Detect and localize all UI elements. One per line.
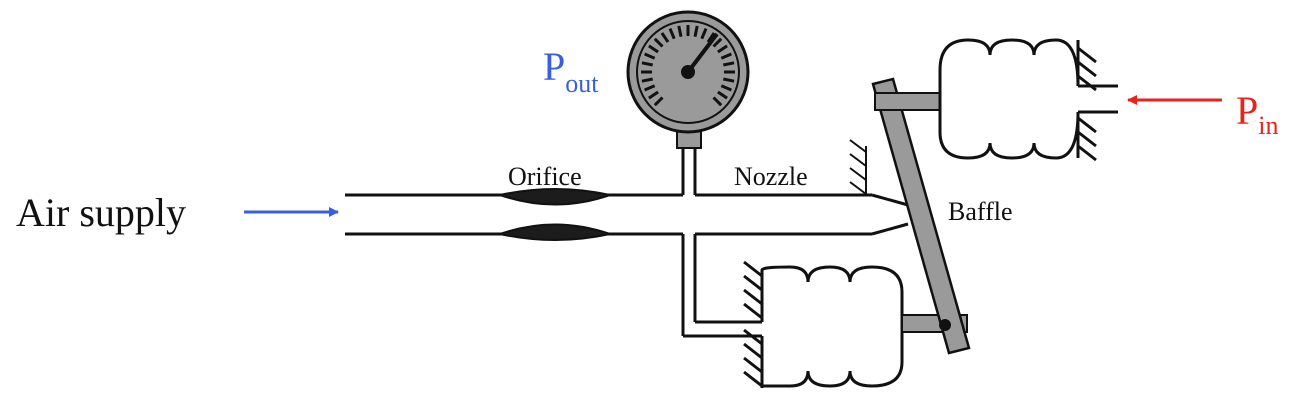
supply-pipe — [345, 193, 872, 236]
gauge-tick — [720, 84, 732, 92]
upper-bellows-icon — [938, 38, 1118, 162]
gauge-tick — [720, 52, 732, 60]
gauge-tick — [717, 90, 728, 100]
p-out-label: Pout — [543, 44, 599, 98]
nozzle — [871, 193, 909, 236]
gauge-tick — [723, 77, 735, 83]
gauge-tick — [712, 37, 723, 48]
baffle-label: Baffle — [948, 197, 1013, 226]
p-in-label: Pin — [1236, 88, 1278, 140]
pressure-gauge-icon — [626, 10, 750, 134]
gauge-tick — [693, 25, 699, 37]
upper-link-rod — [874, 92, 941, 111]
gauge-tick — [648, 90, 659, 100]
lower-bellows-icon — [743, 260, 904, 388]
gauge-tick — [644, 52, 656, 60]
gauge-tick — [723, 61, 735, 67]
gauge-tick — [648, 44, 659, 54]
nozzle-label: Nozzle — [734, 162, 808, 191]
orifice — [496, 188, 614, 241]
gauge-tick — [717, 44, 728, 54]
gauge-tick — [677, 25, 683, 37]
gauge-tick — [653, 96, 664, 107]
air-supply-label: Air supply — [16, 190, 186, 235]
gauge-tick — [712, 96, 723, 107]
orifice-label: Orifice — [508, 162, 582, 191]
feedback-line — [681, 234, 762, 338]
gauge-needle — [686, 32, 719, 74]
gauge-tick — [653, 37, 664, 48]
gauge-tick — [641, 61, 653, 67]
gauge-tick — [668, 28, 676, 40]
gauge-tick — [641, 77, 653, 83]
nozzle-mount-hatch — [849, 139, 867, 195]
gauge-connection — [676, 129, 702, 195]
gauge-tick — [700, 28, 708, 40]
gauge-tick — [660, 32, 670, 43]
gauge-tick — [706, 32, 716, 43]
gauge-tick — [644, 84, 656, 92]
